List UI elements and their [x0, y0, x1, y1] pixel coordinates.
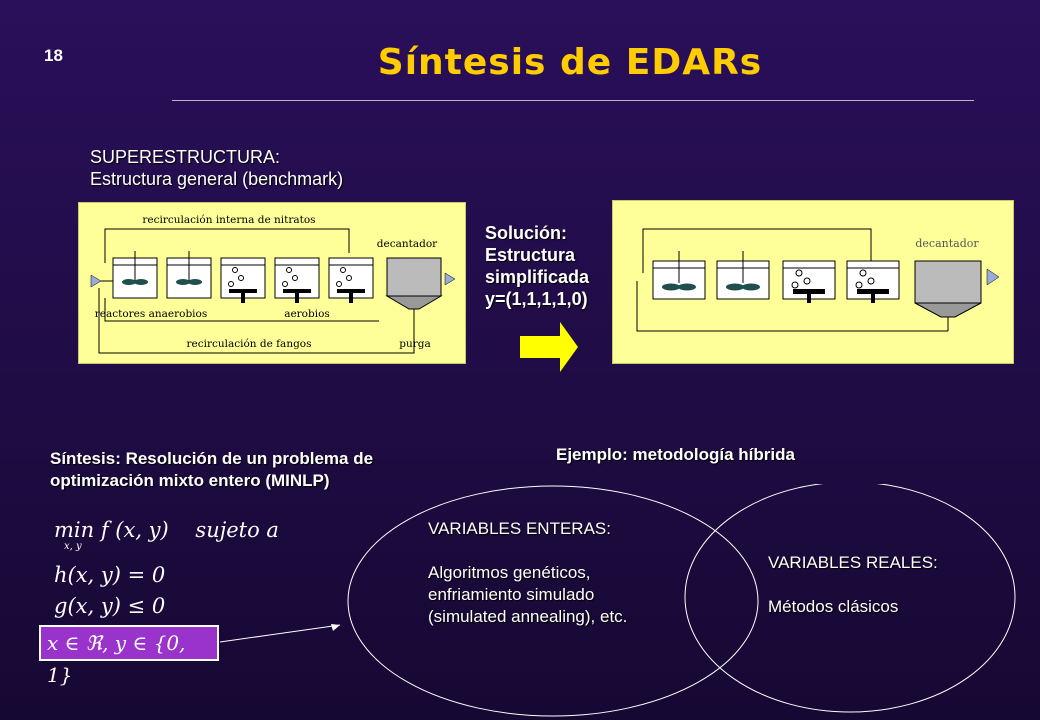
- objective-formula: min f (x, y) sujeto a: [54, 518, 279, 542]
- simplified-sludge-line: [636, 281, 948, 332]
- simplified-diagram: decantador: [612, 200, 1014, 364]
- reactor-anaerobic-1: [112, 251, 158, 299]
- simplified-decanter: [914, 260, 982, 331]
- real-variables-line1: Métodos clásicos: [768, 597, 899, 616]
- real-variables-block: VARIABLES REALES: Métodos clásicos: [768, 552, 938, 618]
- reactor-anaerobic-2: [166, 251, 212, 299]
- integer-variables-line3: (simulated annealing), etc.: [428, 607, 628, 626]
- synthesis-line1: Síntesis: Resolución de un problema de: [50, 449, 374, 468]
- venn-ellipses: [347, 484, 1016, 717]
- simplified-reactor-1: [652, 251, 706, 300]
- simplified-internal-line: [642, 228, 872, 273]
- decanter-label: decantador: [377, 238, 438, 250]
- simplified-decanter-label: decantador: [915, 237, 979, 250]
- sludge-recirculation-label: recirculación de fangos: [186, 338, 311, 350]
- integer-ellipse: [347, 485, 759, 717]
- reactor-aerobic-2: [274, 257, 320, 303]
- anaerobic-label: reactores anaerobios: [95, 308, 208, 320]
- superstructure-line1: SUPERESTRUCTURA:: [90, 147, 281, 167]
- slide-title: Síntesis de EDARs: [377, 42, 763, 83]
- connector-arrow-icon: [219, 624, 341, 643]
- inequality-constraint: g(x, y) ≤ 0: [54, 594, 166, 618]
- integer-variables-title: VARIABLES ENTERAS:: [428, 519, 611, 538]
- reactor-aerobic-3: [328, 257, 374, 303]
- decanter: [385, 257, 443, 331]
- solution-line2: Estructura: [485, 245, 576, 265]
- simplified-reactor-3: [782, 260, 836, 303]
- objective-subscript: x, y: [64, 541, 82, 552]
- inlet-arrow: [90, 274, 102, 288]
- solution-arrow-icon: [520, 322, 578, 372]
- purge-label: purga: [399, 338, 431, 350]
- simplified-reactor-2: [716, 251, 770, 300]
- integer-variables-line2: enfriamiento simulado: [428, 585, 595, 604]
- solution-line3: simplificada: [485, 267, 590, 287]
- simplified-svg: decantador: [636, 228, 1000, 332]
- bypass-line: [104, 298, 379, 322]
- integer-variables-block: VARIABLES ENTERAS: Algoritmos genéticos,…: [428, 518, 627, 628]
- real-ellipse: [684, 484, 1016, 713]
- solution-line4: y=(1,1,1,1,0): [485, 289, 588, 309]
- superstructure-label: SUPERESTRUCTURA: Estructura general (ben…: [90, 146, 343, 190]
- reactor-aerobic-1: [220, 257, 266, 303]
- equality-constraint: h(x, y) = 0: [54, 563, 166, 587]
- slide-number: 18: [44, 46, 63, 65]
- simplified-reactor-4: [846, 260, 900, 303]
- internal-recirculation-label: recirculación interna de nitratos: [142, 214, 315, 226]
- superstructure-diagram: recirculación interna de nitratos: [78, 202, 466, 364]
- sludge-recirculation-line: [98, 288, 415, 354]
- simplified-outlet-arrow: [986, 268, 1000, 286]
- synthesis-line2: optimización mixto entero (MINLP): [50, 471, 330, 490]
- internal-recirculation-line: [104, 228, 350, 263]
- superstructure-line2: Estructura general (benchmark): [90, 169, 344, 189]
- objective-text: min f (x, y): [54, 518, 169, 542]
- synthesis-label: Síntesis: Resolución de un problema de o…: [50, 448, 373, 492]
- domain-constraint-box: x ∈ ℜ, y ∈ {0, 1}: [39, 625, 219, 687]
- subject-to-text: sujeto a: [195, 518, 279, 542]
- superstructure-svg: recirculación interna de nitratos: [90, 214, 456, 354]
- example-heading: Ejemplo: metodología híbrida: [556, 445, 795, 464]
- title-divider: [172, 100, 974, 101]
- aerobic-label: aerobios: [284, 308, 330, 320]
- outlet-arrow: [444, 272, 456, 286]
- integer-variables-line1: Algoritmos genéticos,: [428, 563, 591, 582]
- solution-line1: Solución:: [485, 223, 567, 243]
- real-variables-title: VARIABLES REALES:: [768, 553, 938, 572]
- solution-label: Solución: Estructura simplificada y=(1,1…: [485, 222, 589, 310]
